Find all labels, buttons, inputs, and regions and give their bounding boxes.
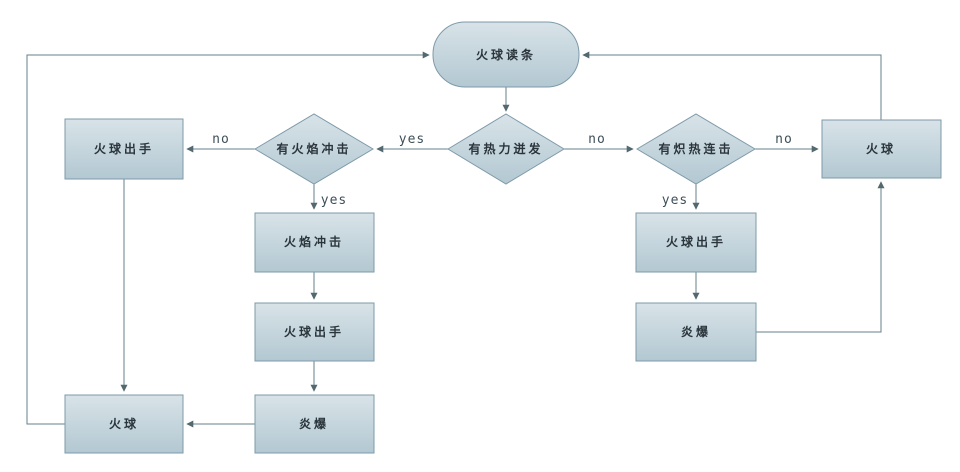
rect-shape — [64, 118, 184, 180]
node-label: 火球出手 — [94, 141, 154, 156]
rect-shape — [635, 212, 757, 273]
edges-layer — [26, 51, 885, 428]
diamond-shape — [254, 113, 374, 185]
node-fireball-release-right: 火球出手 — [635, 212, 757, 273]
node-label: 火球 — [866, 141, 896, 156]
rect-shape — [64, 394, 184, 454]
node-label: 火球读条 — [476, 47, 536, 62]
node-fireball-release-left: 火球出手 — [64, 118, 184, 180]
node-label: 火焰冲击 — [284, 234, 344, 249]
decision-has-scorch-combo: 有炽热连击 — [636, 113, 756, 185]
arrow-right-fireball-to-start-loop — [582, 51, 882, 120]
node-label: 有炽热连击 — [658, 141, 733, 156]
nodes-layer: 火球读条 有火焰冲击 有热力迸发 有炽热连击 火球出手 火球 — [64, 21, 942, 454]
node-fireball-release-mid: 火球出手 — [254, 302, 375, 362]
node-label: 有热力迸发 — [468, 141, 543, 156]
node-label: 火球出手 — [284, 324, 344, 339]
node-fireball-bottom-left: 火球 — [64, 394, 184, 454]
diamond-shape — [447, 113, 565, 185]
node-pyroblast-mid: 炎爆 — [254, 394, 375, 454]
node-fire-blast-mid: 火焰冲击 — [254, 212, 375, 273]
decision-has-fire-blast: 有火焰冲击 — [254, 113, 374, 185]
decision-has-hot-streak: 有热力迸发 — [447, 113, 565, 185]
edge-label-fire-blast-no: no — [212, 132, 230, 147]
rect-shape — [254, 394, 375, 454]
node-label: 火球出手 — [666, 234, 726, 249]
edge-label-scorch-no: no — [775, 132, 793, 147]
rect-shape — [635, 302, 757, 362]
rect-shape — [254, 212, 375, 273]
arrow-left-fireball-to-start-loop — [26, 51, 430, 425]
arrow-right-pyroblast-to-fireball — [756, 181, 885, 333]
node-label: 炎爆 — [681, 324, 711, 339]
rect-shape — [254, 302, 375, 362]
stadium-shape — [432, 21, 580, 88]
edge-labels-layer: no yes no no yes yes — [212, 132, 793, 208]
edge-label-hot-streak-yes: yes — [399, 132, 425, 147]
edge-label-scorch-yes: yes — [662, 193, 688, 208]
edge-label-hot-streak-no: no — [588, 132, 606, 147]
edge-label-fire-blast-yes: yes — [321, 193, 347, 208]
rect-shape — [821, 119, 942, 179]
diamond-shape — [636, 113, 756, 185]
node-label: 炎爆 — [299, 416, 329, 431]
node-fireball-right: 火球 — [821, 119, 942, 179]
node-fireball-castbar: 火球读条 — [432, 21, 580, 88]
node-label: 有火焰冲击 — [276, 141, 351, 156]
node-label: 火球 — [109, 416, 139, 431]
node-pyroblast-right: 炎爆 — [635, 302, 757, 362]
